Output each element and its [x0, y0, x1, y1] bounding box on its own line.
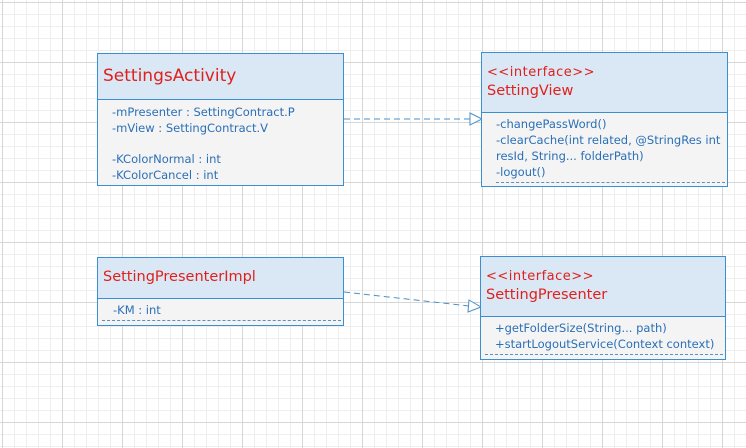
class-header: SettingsActivity [98, 54, 343, 100]
member-spacer [112, 136, 337, 151]
stereotype-label: <<interface>> [486, 269, 595, 284]
class-members: -changePassWord() -clearCache(int relate… [482, 113, 727, 183]
member-attribute: -mPresenter : SettingContract.P [112, 105, 295, 119]
class-name: SettingsActivity [103, 66, 237, 86]
member-attribute: -KM : int [113, 303, 161, 317]
class-members: +getFolderSize(String... path) +startLog… [481, 317, 725, 355]
class-members: -KM : int [98, 299, 343, 321]
edge-settingsactivity-to-settingview[interactable] [344, 112, 484, 126]
member-operation: -clearCache(int related, @StringRes int … [496, 133, 721, 163]
member-attribute: -KColorCancel : int [112, 168, 219, 182]
compartment-divider [496, 182, 725, 183]
interface-setting-presenter[interactable]: <<interface>> SettingPresenter +getFolde… [480, 256, 726, 360]
member-operation: -logout() [496, 165, 546, 179]
class-settings-activity[interactable]: SettingsActivity -mPresenter : SettingCo… [97, 53, 344, 186]
member-operation: -changePassWord() [496, 117, 607, 131]
class-name: SettingView [487, 83, 574, 99]
member-attribute: -KColorNormal : int [112, 152, 221, 166]
member-operation: +startLogoutService(Context context) [495, 337, 715, 351]
interface-setting-view[interactable]: <<interface>> SettingView -changePassWor… [481, 52, 728, 187]
class-setting-presenter-impl[interactable]: SettingPresenterImpl -KM : int [97, 257, 344, 326]
member-attribute: -mView : SettingContract.V [112, 121, 268, 135]
stereotype-label: <<interface>> [487, 65, 596, 80]
compartment-divider [102, 320, 341, 321]
member-operation: +getFolderSize(String... path) [495, 321, 667, 335]
class-name: SettingPresenterImpl [103, 269, 256, 285]
class-header: SettingPresenterImpl [98, 258, 343, 299]
edge-settingpresenterimpl-to-settingpresenter[interactable] [343, 291, 483, 313]
compartment-divider [485, 354, 723, 355]
class-name: SettingPresenter [486, 287, 608, 303]
class-members: -mPresenter : SettingContract.P -mView :… [98, 100, 343, 183]
class-header: <<interface>> SettingView [482, 53, 727, 113]
class-header: <<interface>> SettingPresenter [481, 257, 725, 317]
